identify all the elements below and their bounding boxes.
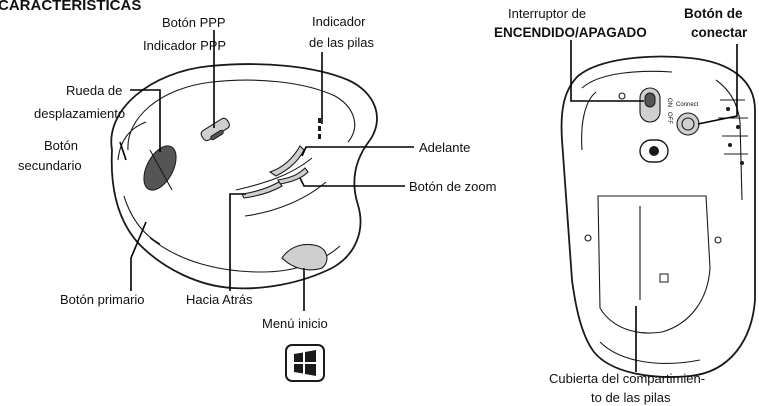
label-start-menu: Menú inicio — [262, 316, 328, 331]
label-battery-indicator-2: de las pilas — [309, 35, 375, 50]
label-scroll-wheel-2: desplazamiento — [34, 106, 125, 121]
leader-lines-right — [570, 40, 738, 372]
battery-cover — [597, 195, 711, 334]
label-battery-cover-2: to de las pilas — [591, 390, 671, 405]
battery-indicator — [318, 118, 321, 139]
label-back: Hacia Atrás — [186, 292, 253, 307]
mark-on: ON — [666, 98, 672, 107]
label-secondary-button-1: Botón — [44, 138, 78, 153]
start-menu-button — [281, 243, 328, 271]
label-connect-button-1: Botón de — [684, 6, 743, 21]
mouse-bottom-view: ON OFF Connect — [560, 55, 756, 378]
forward-button — [268, 145, 305, 177]
grip-texture — [718, 99, 748, 165]
back-button — [241, 181, 283, 199]
label-dpi-indicator: Indicador PPP — [143, 38, 226, 53]
section-title: CARACTERÍSTICAS — [0, 0, 141, 14]
mark-connect: Connect — [676, 102, 699, 108]
mouse-body — [110, 63, 378, 290]
zoom-button — [277, 167, 309, 185]
label-scroll-wheel-1: Rueda de — [66, 83, 122, 98]
label-secondary-button-2: secundario — [18, 158, 82, 173]
mark-off: OFF — [666, 112, 672, 124]
label-connect-button-2: conectar — [691, 25, 748, 40]
label-dpi-button: Botón PPP — [162, 15, 226, 30]
dpi-indicator — [210, 129, 224, 141]
label-primary-button: Botón primario — [60, 292, 145, 307]
label-zoom-button: Botón de zoom — [409, 179, 496, 194]
connect-button — [676, 112, 700, 136]
leader-lines-left — [119, 30, 414, 311]
windows-logo-icon — [285, 344, 325, 382]
label-battery-cover-1: Cubierta del compartimien- — [549, 371, 705, 386]
label-power-switch-2: ENCENDIDO/APAGADO — [494, 25, 647, 40]
label-forward: Adelante — [419, 140, 470, 155]
label-battery-indicator-1: Indicador — [312, 14, 366, 29]
mouse-underside — [560, 55, 756, 378]
label-power-switch-1: Interruptor de — [508, 6, 586, 21]
mouse-top-view — [110, 63, 378, 290]
optical-sensor — [639, 139, 669, 163]
